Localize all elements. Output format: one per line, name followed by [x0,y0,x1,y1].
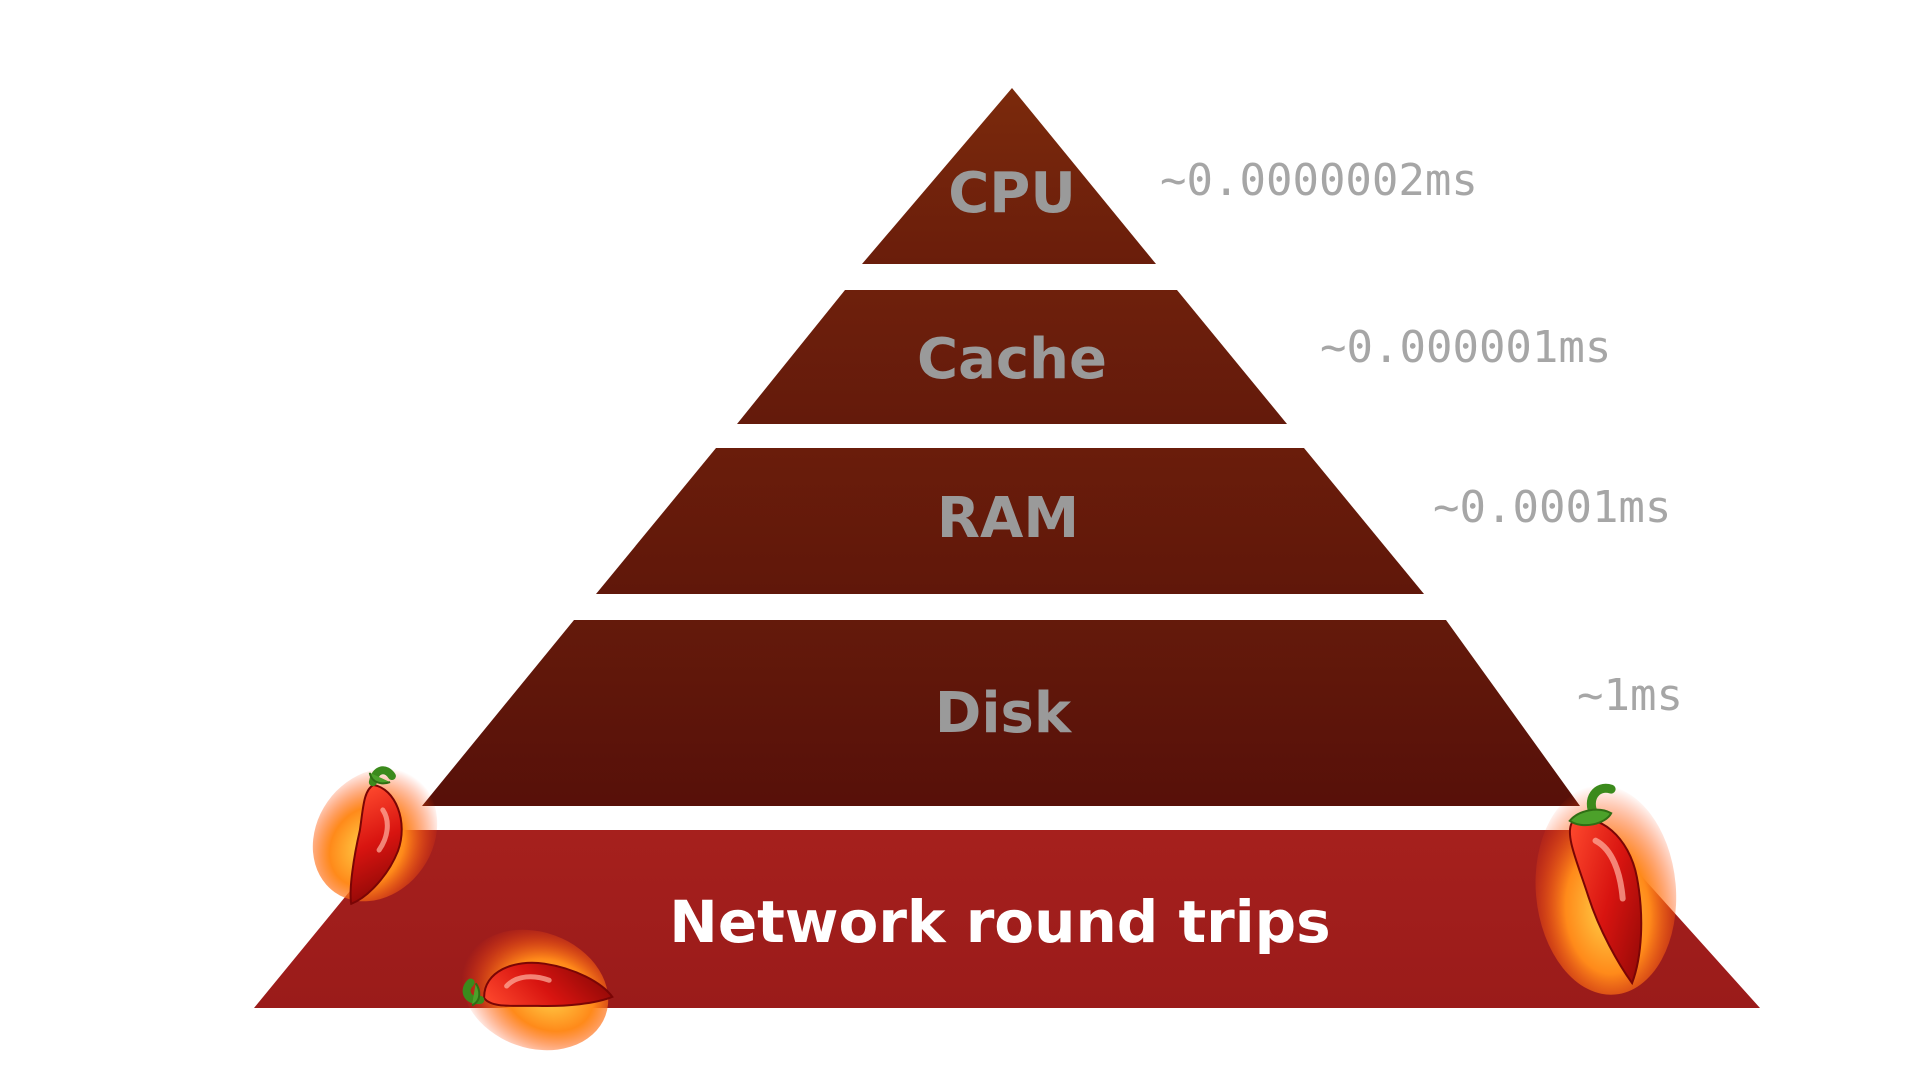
tier-label-cpu: CPU [948,161,1076,226]
tier-network [254,830,1760,1008]
tier-label-ram: RAM [937,486,1079,551]
latency-ram: ~0.0001ms [1433,482,1671,533]
chili-pepper-icon [461,929,614,1051]
latency-cpu: ~0.0000002ms [1160,155,1478,206]
tier-cache [737,290,1287,424]
tier-label-cache: Cache [917,327,1107,392]
tier-label-network: Network round trips [669,888,1330,956]
tier-disk [422,620,1580,806]
chili-pepper-icon [1535,783,1677,995]
latency-disk: ~1ms [1577,670,1683,721]
tier-label-disk: Disk [935,681,1073,746]
tier-ram [596,448,1424,594]
chili-pepper-icon [312,766,438,906]
tier-cpu [862,88,1156,264]
latency-cache: ~0.000001ms [1320,322,1611,373]
